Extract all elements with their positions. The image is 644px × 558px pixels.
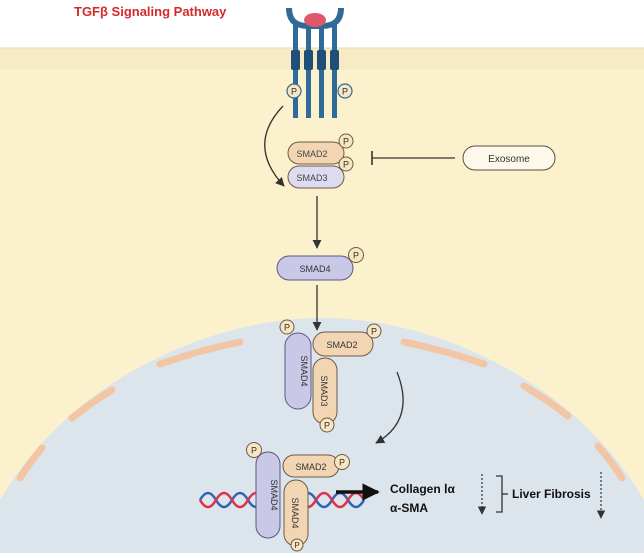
svg-text:P: P xyxy=(324,421,330,431)
smad4-node: SMAD4 P xyxy=(276,247,364,281)
svg-text:SMAD4: SMAD4 xyxy=(269,479,279,510)
svg-text:P: P xyxy=(343,137,349,147)
smad2-smad3-complex: SMAD2 SMAD3 P P xyxy=(287,133,354,189)
diagram-title: TGFβ Signaling Pathway xyxy=(74,4,227,19)
smad-trimer-complex: SMAD4 P SMAD2 P SMAD3 P xyxy=(279,319,382,433)
svg-text:SMAD2: SMAD2 xyxy=(326,340,357,350)
svg-text:SMAD2: SMAD2 xyxy=(295,462,326,472)
tgfb-receptor-icon xyxy=(286,7,344,118)
nuclear-membrane xyxy=(16,338,626,482)
liver-fibrosis-label: Liver Fibrosis xyxy=(512,487,591,501)
arrow-receptor-to-smad xyxy=(264,105,285,187)
svg-text:SMAD4: SMAD4 xyxy=(299,264,330,274)
svg-text:SMAD4: SMAD4 xyxy=(290,497,300,528)
nuclear-smad-complex: SMAD4 P SMAD2 P SMAD4 P xyxy=(246,442,350,552)
svg-text:P: P xyxy=(371,327,377,337)
arrow-into-nucleus xyxy=(375,371,404,444)
dna-helix-icon xyxy=(198,491,366,509)
exosome-node: Exosome xyxy=(462,145,556,171)
svg-text:P: P xyxy=(342,87,348,97)
smad2-label: SMAD2 xyxy=(296,149,327,159)
collagen-label: Collagen Ⅰα xyxy=(390,482,456,496)
svg-text:P: P xyxy=(339,458,345,468)
svg-text:SMAD4: SMAD4 xyxy=(299,355,309,386)
receptor-phosphate-right: P xyxy=(337,83,353,99)
svg-text:P: P xyxy=(291,87,297,97)
nucleus xyxy=(0,318,644,553)
asma-label: α-SMA xyxy=(390,501,428,515)
svg-text:SMAD3: SMAD3 xyxy=(319,375,329,406)
svg-text:P: P xyxy=(284,323,290,333)
svg-text:P: P xyxy=(353,251,359,261)
svg-text:P: P xyxy=(294,541,299,550)
svg-text:P: P xyxy=(251,446,257,456)
receptor-phosphate-left: P xyxy=(286,83,302,99)
svg-text:P: P xyxy=(343,160,349,170)
svg-text:Exosome: Exosome xyxy=(488,154,530,165)
smad3-label: SMAD3 xyxy=(296,173,327,183)
